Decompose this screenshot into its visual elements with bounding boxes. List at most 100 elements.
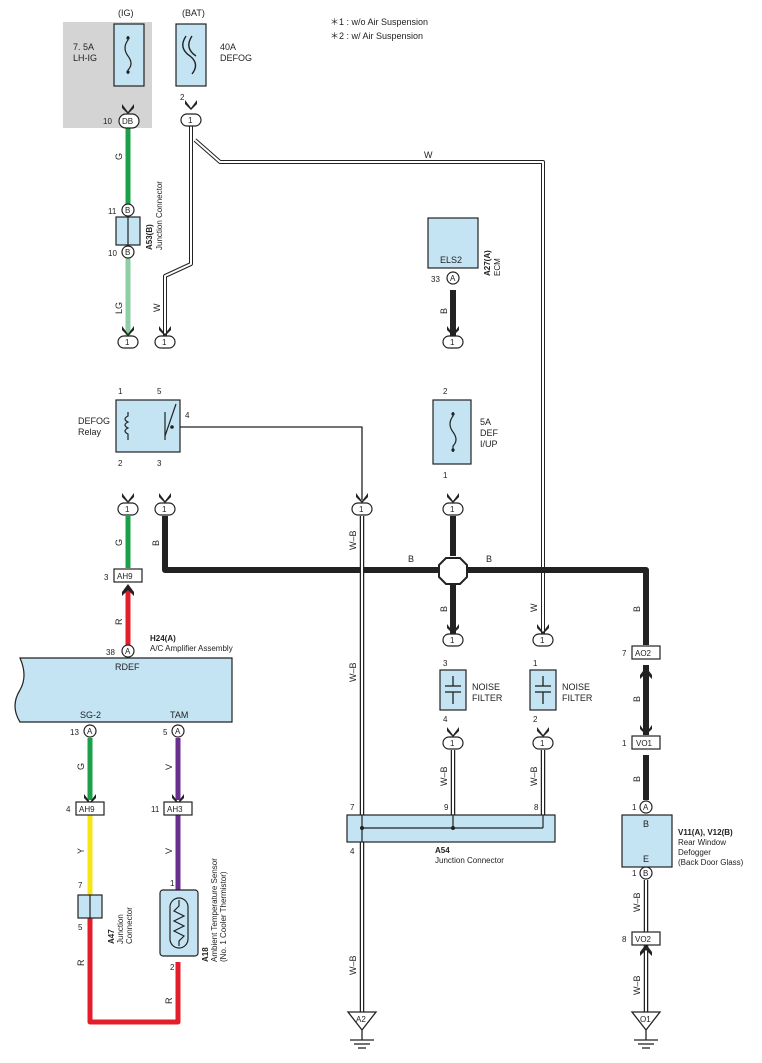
svg-text:38: 38 [106,648,115,657]
svg-text:13: 13 [70,728,79,737]
rear-defogger-box [621,814,673,868]
a18-l1: Ambient Temperature Sensor [210,858,219,962]
wire-label-r2: R [76,959,86,966]
svg-text:11: 11 [108,207,117,216]
wire-label-b-def1: B [632,606,642,612]
pin-a-ecm: A [446,271,460,285]
defogger-id: V11(A), V12(B) [678,828,733,837]
wire-label-wb3: W–B [439,766,449,786]
defogger-term-e: E [643,854,649,864]
svg-text:1: 1 [162,338,167,347]
svg-text:1: 1 [622,739,627,748]
wire-relay-4 [180,426,363,500]
wire-label-g1: G [114,153,124,160]
svg-text:2: 2 [170,963,175,972]
svg-text:10: 10 [103,117,112,126]
defogger-l1: Rear Window [678,838,726,847]
connector-ah3: AH3 [163,801,193,816]
a47-l1: Junction [116,914,125,944]
capacitor-left-icon [445,676,461,704]
plug-1-relay-2: 1 [117,502,139,516]
svg-text:A: A [450,274,456,283]
svg-text:3: 3 [157,459,162,468]
defog-fuse-amp: 40A [220,42,236,52]
svg-text:1: 1 [359,505,364,514]
a53-name: Junction Connector [155,181,164,250]
relay-label-2: Relay [78,427,102,437]
wire-label-wb6: W–B [348,955,358,975]
def-iup-fuse-box [432,399,472,465]
ecm-name: ECM [493,258,502,276]
wire-label-r1: R [114,618,124,625]
svg-text:1: 1 [125,338,130,347]
ac-amp-tam: TAM [170,710,188,720]
svg-text:3: 3 [104,573,109,582]
a47-id: A47 [107,929,116,944]
defogger-term-b: B [643,819,649,829]
plug-1-bat: 1 [180,113,202,127]
connector-ah9-bottom: AH9 [75,801,105,816]
pin-a-tam: A [171,724,185,738]
svg-text:1: 1 [450,505,455,514]
fuse-5a-icon [449,412,457,452]
svg-text:A: A [125,647,131,656]
nf-right-l2: FILTER [562,693,593,703]
defog-fuse-box [175,23,207,87]
a54-id: A54 [435,846,450,855]
lh-ig-amp: 7. 5A [73,42,94,52]
wire-label-b-bus: B [151,540,161,546]
wire-label-w1: W [152,303,162,312]
relay-label-1: DEFOG [78,416,110,426]
fuse-5a-l2: I/UP [480,439,498,449]
plug-1-nf-right-top: 1 [532,633,554,647]
connector-ah9-top: AH9 [113,568,143,583]
ground-a2-icon: A2 [346,1011,378,1049]
svg-text:4: 4 [66,805,71,814]
wire-label-wb2: W–B [348,662,358,682]
wire-label-wb1: W–B [348,530,358,550]
wire-label-b-left: B [408,554,414,564]
plug-1-nf-right-bottom: 1 [532,736,554,750]
pin-b-defogger: B [639,866,653,880]
wire-r-bottom [87,918,181,1025]
svg-text:1: 1 [533,659,538,668]
thermistor-icon [172,900,186,946]
connector-vo1: VO1 [631,735,661,750]
svg-text:A: A [643,803,649,812]
svg-text:A: A [175,727,181,736]
wire-label-b-right: B [486,554,492,564]
svg-text:5: 5 [78,923,83,932]
plug-1-relay-4: 1 [351,502,373,516]
wire-b-bus-left [162,516,440,573]
svg-text:B: B [643,869,648,878]
defog-relay-box [115,399,181,453]
svg-text:AO2: AO2 [635,649,652,658]
fuse-5a-amp: 5A [480,417,491,427]
a18-l2: (No. 1 Cooler Thermistor) [219,871,228,962]
svg-text:1: 1 [125,505,130,514]
svg-text:1: 1 [188,116,193,125]
ac-amp-sg2: SG-2 [80,710,101,720]
svg-text:8: 8 [622,935,627,944]
wire-label-lg: LG [114,302,124,314]
fuse-symbol-icon [124,36,132,74]
svg-text:1: 1 [170,879,175,888]
a18-id: A18 [201,947,210,962]
svg-text:5: 5 [163,728,168,737]
wire-label-w3: W [529,603,539,612]
svg-text:2: 2 [180,93,185,102]
ac-amplifier-box [14,657,233,723]
wire-w-relay-outline [163,126,193,340]
wire-label-b-def2: B [632,696,642,702]
fuse-5a-l1: DEF [480,428,499,438]
svg-text:1: 1 [450,636,455,645]
wire-label-r3: R [164,997,174,1004]
svg-text:1: 1 [540,739,545,748]
svg-text:1: 1 [450,739,455,748]
svg-text:A2: A2 [356,1015,366,1024]
ecm-box [427,217,479,269]
defogger-l3: (Back Door Glass) [678,858,744,867]
a53-id: A53(B) [145,224,154,250]
pin-a-sg2: A [83,724,97,738]
svg-text:4: 4 [350,847,355,856]
